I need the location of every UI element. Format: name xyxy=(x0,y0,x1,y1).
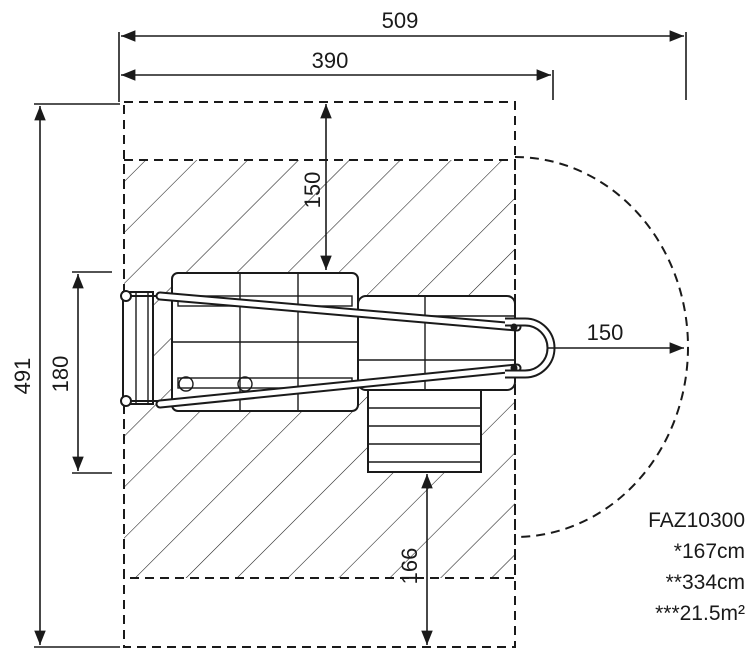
dim-total-height: 491 xyxy=(10,103,120,648)
right-clearance-label: 150 xyxy=(587,320,624,345)
total-width-label: 509 xyxy=(382,8,419,33)
bolt xyxy=(510,323,518,331)
equipment-top-view xyxy=(120,272,556,473)
dim-structure-height: 180 xyxy=(48,271,112,474)
end-cap xyxy=(120,395,132,407)
free-space: **334cm xyxy=(666,571,745,594)
total-height-label: 491 xyxy=(10,358,35,395)
inner-width-label: 390 xyxy=(312,48,349,73)
fall-height: *167cm xyxy=(674,540,745,563)
dim-inner-width: 390 xyxy=(121,48,554,100)
dim-right-clearance: 150 xyxy=(548,320,684,354)
dim-bottom-clearance: 166 xyxy=(397,474,433,645)
bolt xyxy=(510,364,518,372)
end-cap xyxy=(120,290,132,302)
diagonal-rail xyxy=(157,365,520,407)
structure-height-label: 180 xyxy=(48,356,73,393)
product-info: FAZ10300 *167cm **334cm ***21.5m² xyxy=(648,509,745,625)
post-cap xyxy=(178,376,194,392)
ladder xyxy=(367,389,482,473)
diagonal-rail xyxy=(157,293,520,330)
bottom-clearance-label: 166 xyxy=(397,548,422,585)
slide-exit-arc xyxy=(514,156,689,538)
product-code: FAZ10300 xyxy=(648,509,745,532)
dim-top-clearance: 150 xyxy=(300,104,332,270)
top-clearance-label: 150 xyxy=(300,172,325,209)
dim-total-width: 509 xyxy=(118,8,687,102)
area: ***21.5m² xyxy=(655,602,745,625)
